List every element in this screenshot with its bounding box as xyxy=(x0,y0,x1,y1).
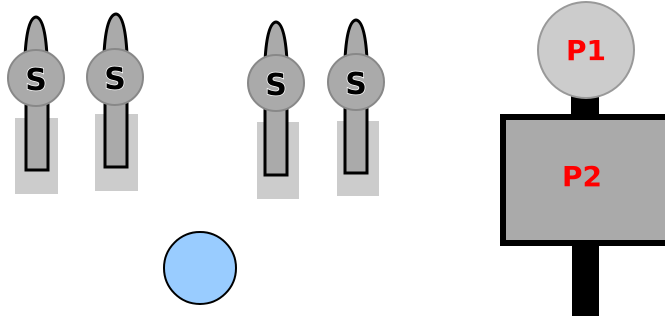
switch-4[interactable]: S xyxy=(328,20,384,196)
player-piece-head-label: P1 xyxy=(566,34,606,67)
switch-1-stem xyxy=(26,100,48,170)
switch-2[interactable]: S xyxy=(87,14,143,191)
switch-4-label: S xyxy=(345,67,367,102)
switch-3[interactable]: S xyxy=(248,22,304,199)
player-piece[interactable]: P2 P1 xyxy=(503,2,665,316)
switch-3-stem xyxy=(265,104,287,175)
ball[interactable] xyxy=(164,232,236,304)
switch-4-stem xyxy=(345,103,367,173)
switch-2-stem xyxy=(105,97,127,167)
switch-1-label: S xyxy=(25,63,47,98)
switch-1[interactable]: S xyxy=(8,17,64,194)
player-piece-leg xyxy=(572,238,599,316)
switch-3-label: S xyxy=(265,68,287,103)
player-piece-body-label: P2 xyxy=(562,160,602,193)
switch-2-label: S xyxy=(104,62,126,97)
switch-2-tip xyxy=(104,14,127,54)
